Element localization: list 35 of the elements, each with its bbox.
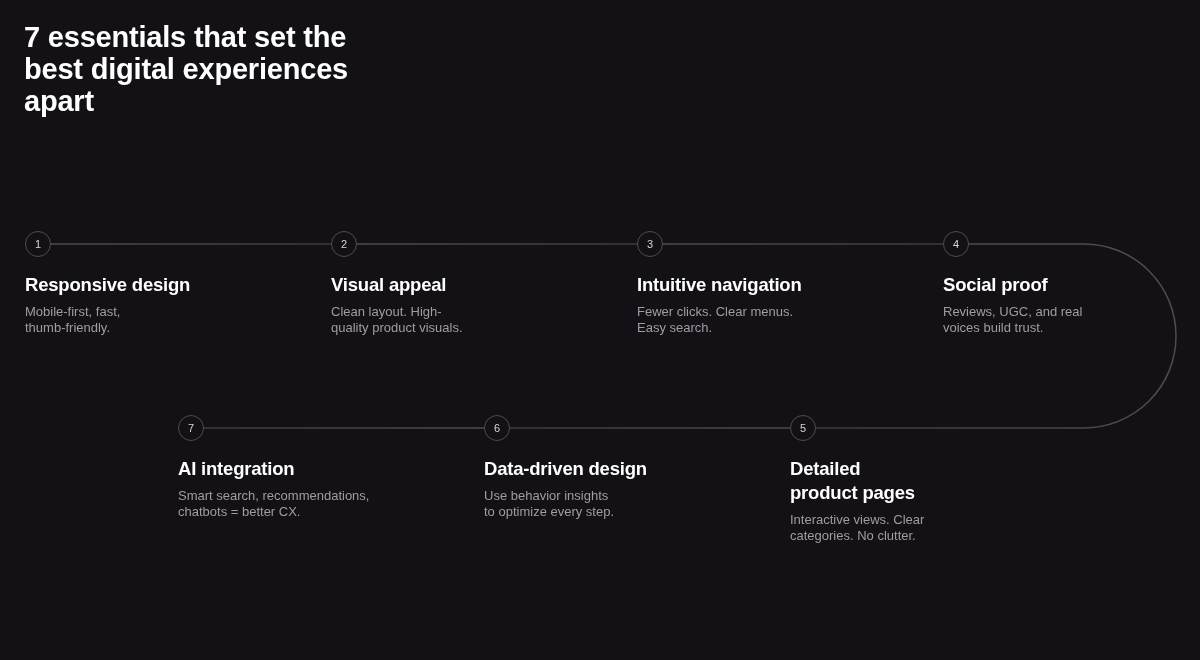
connector-line: [509, 427, 791, 429]
step-description: Use behavior insights to optimize every step.: [484, 488, 616, 520]
step-number: 1: [34, 237, 42, 251]
connector-line: [50, 243, 332, 245]
step-number-circle: [637, 231, 663, 257]
step-description: Clean layout. High-quality product visuals.: [331, 304, 464, 336]
step-description: Mobile-first, fast, thumb-friendly.: [25, 304, 122, 336]
step-number-circle: [790, 415, 816, 441]
step-number-circle: [178, 415, 204, 441]
step-number: 3: [646, 237, 654, 251]
step-number-circle: [484, 415, 510, 441]
step-heading: Intuitive navigation: [637, 273, 803, 297]
step-heading: Social proof: [943, 273, 1049, 297]
step-heading: Visual appeal: [331, 273, 448, 297]
step-number: 2: [340, 237, 348, 251]
step-heading: Data-driven design: [484, 457, 648, 481]
step-number-circle: [331, 231, 357, 257]
connector-line: [356, 243, 638, 245]
connector-line: [203, 427, 485, 429]
step-number: 6: [493, 421, 501, 435]
step-description: Smart search, recommendations, chatbots = better CX.: [178, 488, 371, 520]
connector-line: [815, 243, 1177, 429]
connector-line: [662, 243, 944, 245]
step-number: 5: [799, 421, 807, 435]
step-heading: Detailed product pages: [790, 457, 916, 505]
step-heading: AI integration: [178, 457, 296, 481]
step-heading: Responsive design: [25, 273, 192, 297]
step-description: Reviews, UGC, and real voices build trust.: [943, 304, 1084, 336]
step-description: Interactive views. Clear categories. No clutter.: [790, 512, 926, 544]
step-number: 7: [187, 421, 195, 435]
step-number-circle: [25, 231, 51, 257]
step-number-circle: [943, 231, 969, 257]
step-description: Fewer clicks. Clear menus. Easy search.: [637, 304, 795, 336]
title: 7 essentials that set the best digital experiences apart: [24, 21, 349, 117]
step-number: 4: [952, 237, 960, 251]
